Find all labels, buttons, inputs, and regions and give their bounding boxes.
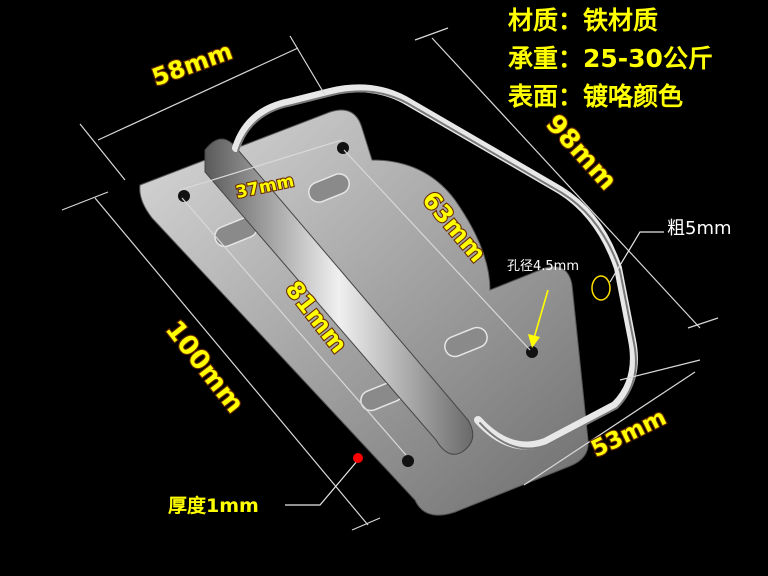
spec-material: 材质：铁材质 <box>508 6 659 35</box>
dimension-lines <box>61 27 719 531</box>
wire-highlight <box>591 275 611 301</box>
dimension-wire-thickness: 粗5mm <box>667 218 732 239</box>
mounting-hole <box>178 190 190 202</box>
spec-load: 承重：25-30公斤 <box>508 44 713 73</box>
hinge-bar <box>204 138 474 455</box>
dimension-hole-diameter: 孔径4.5mm <box>507 259 579 274</box>
mounting-hole <box>402 455 414 467</box>
mounting-hole <box>337 142 349 154</box>
dimension-plate-thickness: 厚度1mm <box>168 494 259 517</box>
dimension-width-top: 58mm <box>148 37 236 92</box>
plate-slot <box>308 173 350 203</box>
hole-leader-arrow <box>528 334 540 348</box>
thickness-marker <box>353 453 363 463</box>
spec-surface: 表面：镀咯颜色 <box>508 82 684 111</box>
wire-leader <box>609 231 664 283</box>
thickness-leader <box>285 459 359 506</box>
plate-slot <box>444 326 488 358</box>
